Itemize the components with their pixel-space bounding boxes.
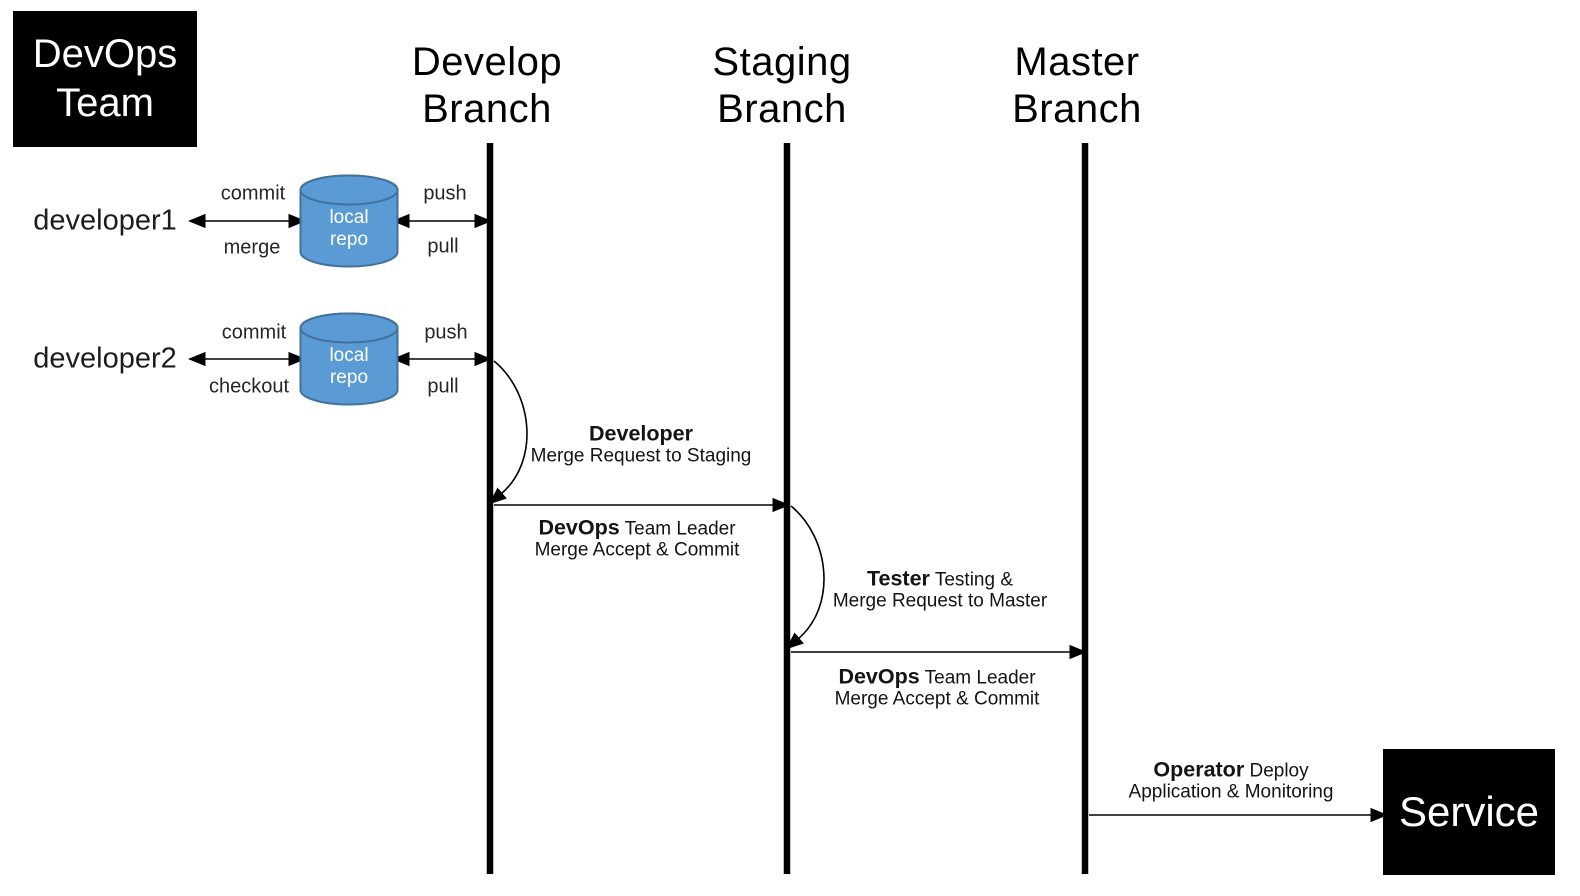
flow-operator-deploy: Operator Deploy Application & Monitoring — [1128, 757, 1334, 803]
flow-devops-accept-master: DevOps Team Leader Merge Accept & Commit — [834, 664, 1040, 710]
developer1-pull-label: pull — [427, 235, 459, 258]
flow5-actor: Operator — [1153, 757, 1245, 782]
developer1-repo-label-line2: repo — [329, 229, 369, 250]
staging-branch-header-line1: Staging — [712, 40, 852, 84]
flow1-line1: Developer — [531, 421, 752, 446]
master-branch-header: Master Branch — [1012, 39, 1142, 133]
flow-developer-merge-request: Developer Merge Request to Staging — [530, 421, 752, 467]
flow2-line2: Merge Accept & Commit — [534, 539, 740, 561]
devops-team-box-line2: Team — [56, 81, 154, 125]
flow3-line1: Tester Testing & — [833, 566, 1047, 591]
developer2-local-repo-cylinder — [299, 312, 399, 406]
flow-tester-merge-request: Tester Testing & Merge Request to Master — [832, 566, 1048, 612]
master-branch-header-line2: Branch — [1012, 87, 1142, 131]
develop-branch-header-line2: Branch — [422, 87, 552, 131]
flow2-detail: Team Leader — [619, 518, 736, 540]
developer2-repo-label-line2: repo — [329, 367, 369, 388]
flow5-line2: Application & Monitoring — [1128, 781, 1334, 803]
flow3-line2: Merge Request to Master — [832, 590, 1048, 612]
developer1-merge-label: merge — [223, 236, 281, 259]
developer2-checkout-label: checkout — [208, 375, 290, 398]
developer2-push-label: push — [424, 321, 468, 344]
flow1-actor: Developer — [589, 421, 693, 446]
developer1-push-label: push — [423, 182, 467, 205]
staging-branch-header: Staging Branch — [712, 39, 851, 133]
developer2-pull-label: pull — [427, 375, 459, 398]
develop-branch-header-line1: Develop — [411, 40, 563, 84]
developer2-label: developer2 — [33, 342, 177, 375]
developer1-commit-label: commit — [220, 182, 286, 205]
devops-team-box: DevOps Team — [13, 11, 197, 147]
flow3-actor: Tester — [866, 566, 930, 591]
flow4-actor: DevOps — [838, 664, 920, 689]
developer2-repo-label-line1: local — [329, 345, 369, 366]
flow4-detail: Team Leader — [919, 667, 1036, 689]
flow4-line2: Merge Accept & Commit — [834, 688, 1040, 710]
develop-branch-header: Develop Branch — [412, 39, 562, 133]
flow5-detail: Deploy — [1244, 760, 1309, 782]
developer1-local-repo-cylinder — [299, 174, 399, 268]
service-box-label: Service — [1398, 788, 1540, 835]
flow3-detail: Testing & — [929, 569, 1014, 591]
developer1-local-repo-label: local repo — [329, 207, 368, 251]
flow5-line1: Operator Deploy — [1129, 757, 1334, 782]
developer2-local-repo-label: local repo — [329, 345, 368, 389]
devops-team-box-line1: DevOps — [32, 32, 178, 76]
service-box: Service — [1383, 749, 1555, 875]
staging-branch-header-line2: Branch — [717, 87, 847, 131]
developer1-label: developer1 — [33, 204, 177, 237]
flow4-line1: DevOps Team Leader — [835, 664, 1040, 689]
master-branch-header-line1: Master — [1014, 40, 1140, 84]
develop-merge-request-curve — [488, 360, 528, 505]
flow2-line1: DevOps Team Leader — [535, 515, 740, 540]
flow1-line2: Merge Request to Staging — [530, 445, 752, 467]
staging-testing-curve — [785, 505, 825, 650]
flow2-actor: DevOps — [538, 515, 620, 540]
flow-devops-accept-staging: DevOps Team Leader Merge Accept & Commit — [534, 515, 740, 561]
developer1-repo-label-line1: local — [329, 207, 369, 228]
developer2-commit-label: commit — [221, 321, 287, 344]
